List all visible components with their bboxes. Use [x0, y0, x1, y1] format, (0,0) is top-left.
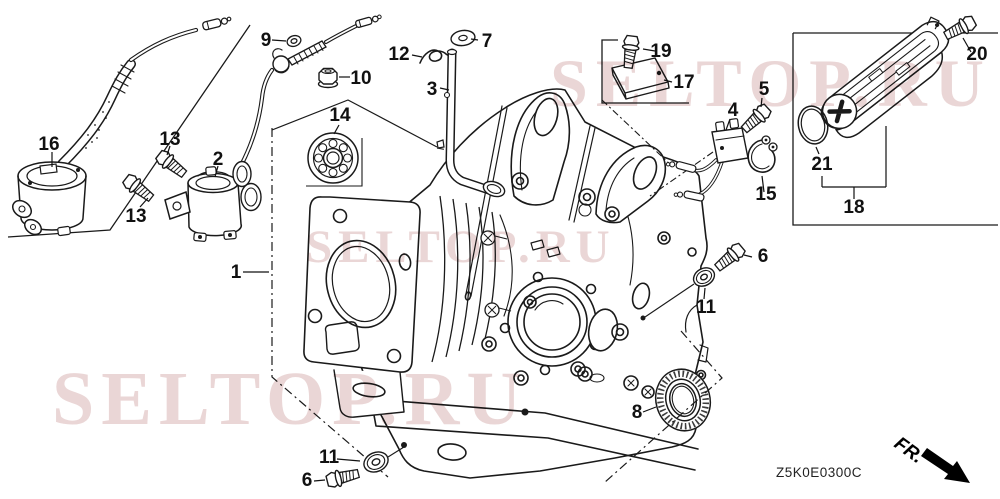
callout-11r: 11 [696, 297, 717, 318]
group-boundaries [7, 24, 998, 484]
callout-10: 10 [350, 68, 371, 89]
callout-3: 3 [427, 79, 438, 100]
callout-15: 15 [755, 184, 777, 205]
callout-17: 17 [673, 72, 694, 93]
part-6-bolt-bottom [324, 464, 362, 490]
callout-6r: 6 [758, 246, 769, 267]
diagram-code: Z5K0E0300C [776, 465, 862, 480]
fr-label: FR. [890, 433, 927, 468]
part-6-bolt-right [711, 240, 748, 275]
callout-1: 1 [231, 262, 242, 283]
callout-20: 20 [966, 44, 987, 65]
callout-5: 5 [759, 79, 770, 100]
part-18-oil-filler-extension [820, 16, 950, 139]
leader-to-case-right [644, 283, 695, 318]
part-10-flange-nut [317, 67, 339, 89]
part-15-wire-clamp [747, 135, 778, 173]
hose-speckles [85, 101, 110, 149]
part-11-washer-right [692, 267, 716, 287]
part-1-crankcase-body [333, 88, 709, 479]
callout-4: 4 [728, 100, 739, 121]
front-direction-marker: FR. [890, 433, 970, 483]
fr-arrow-icon [921, 448, 970, 483]
part-8-oil-seal [654, 368, 712, 432]
callout-6b: 6 [302, 470, 313, 491]
head-bolt-heads [480, 230, 512, 318]
cable-grommets [232, 160, 262, 212]
cylinder-gasket [303, 196, 421, 373]
part-2-oil-alert-unit [164, 14, 382, 242]
callout-7: 7 [482, 31, 493, 52]
callout-13a: 13 [159, 129, 180, 150]
callout-13b: 13 [125, 206, 146, 227]
part-3-oil-filler-tube [436, 48, 506, 198]
part-16-oil-level-switch [11, 16, 232, 237]
callout-21: 21 [811, 154, 833, 175]
callout-2: 2 [213, 149, 224, 170]
part-20-bolt [941, 12, 979, 44]
callout-18: 18 [843, 197, 864, 218]
part-13-bolt-a [153, 147, 190, 182]
callout-14: 14 [329, 105, 351, 126]
callout-12: 12 [388, 44, 409, 65]
part-14-ball-bearing [307, 132, 359, 184]
callout-16: 16 [38, 134, 59, 155]
part-13-bolt-b [120, 171, 157, 206]
callout-8: 8 [632, 402, 643, 423]
part-21-o-ring [797, 105, 829, 145]
part-7-washer [450, 29, 476, 47]
callout-9: 9 [261, 30, 272, 51]
mount-hole-dot [640, 315, 646, 321]
callout-11b: 11 [319, 447, 340, 468]
leader-to-case-bottom [387, 446, 405, 458]
callout-19: 19 [650, 41, 671, 62]
switch-cup [11, 161, 87, 237]
part-5-bolt [737, 101, 774, 137]
cylinder-fins [431, 195, 496, 363]
part-11-washer-bottom [363, 451, 389, 473]
part-17-plate [611, 55, 670, 100]
part-9-washer [286, 34, 302, 48]
part-12-snap-pin [419, 49, 453, 64]
callout-leader-lines [51, 37, 972, 482]
